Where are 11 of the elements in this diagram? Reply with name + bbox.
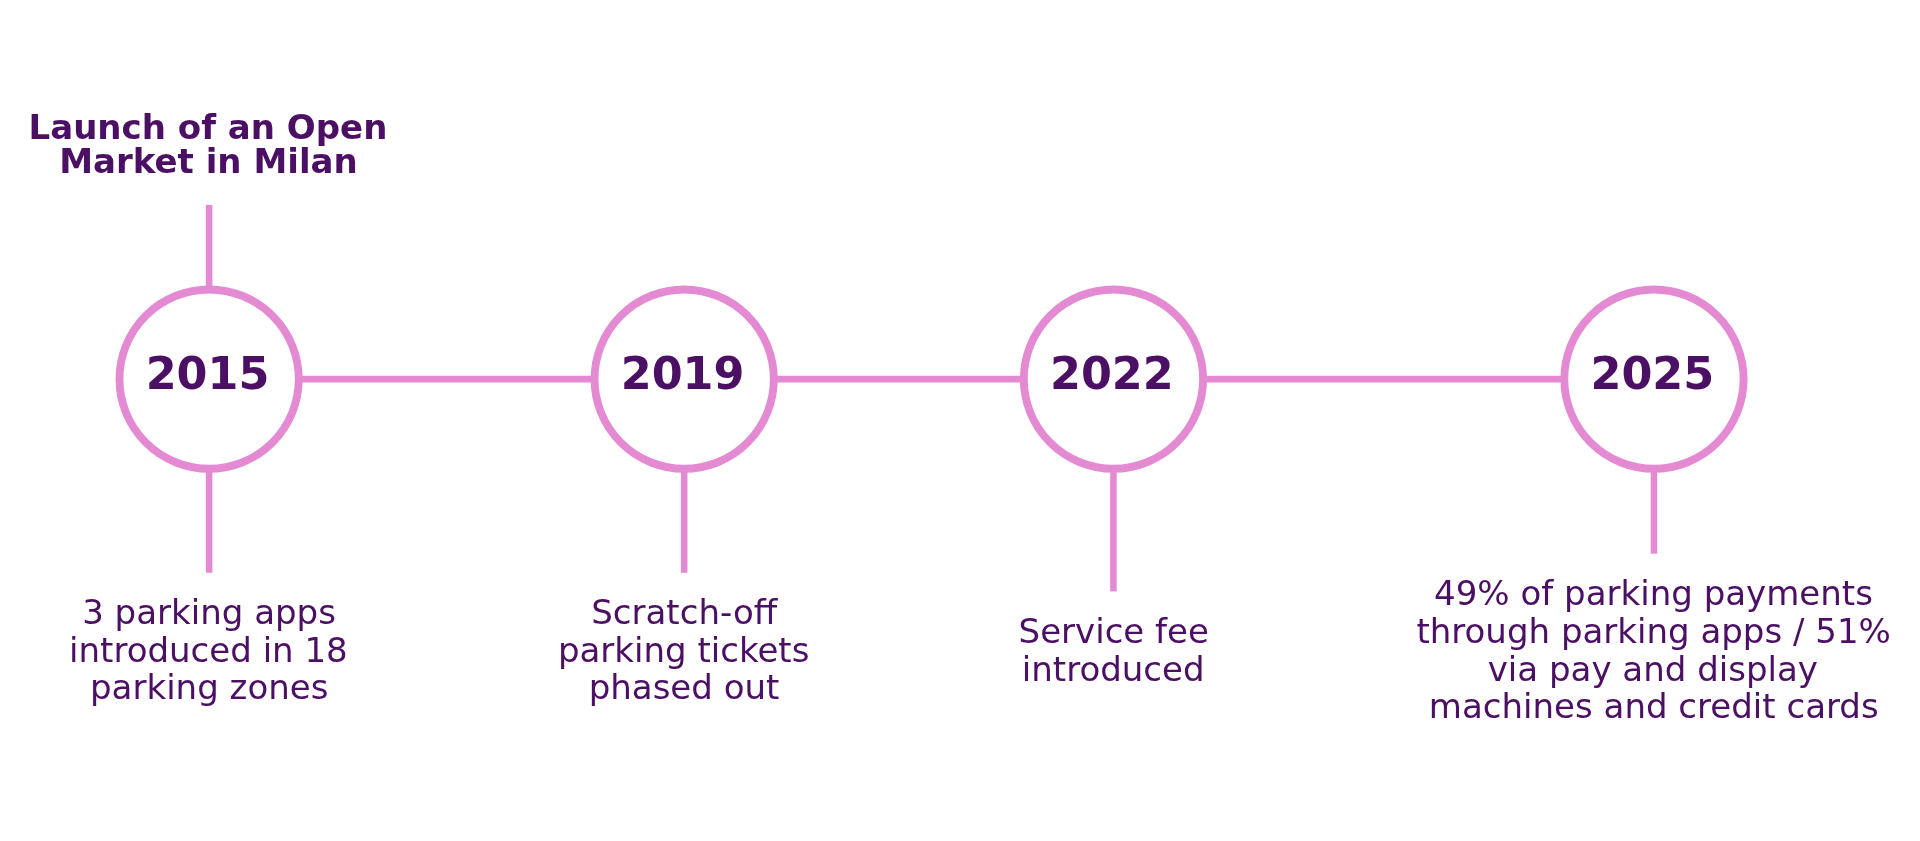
node-circle: 2025 xyxy=(1560,285,1748,473)
node-text: Scratch-off parking tickets phased out xyxy=(557,591,810,707)
node-text: 3 parking apps introduced in 18 parking zones xyxy=(69,591,348,707)
node-text: Launch of an Open Market in Milan xyxy=(28,106,388,181)
connector xyxy=(205,204,213,289)
node-text: 49% of parking payments through parking apps / 51% via pay and display machines and credit cards xyxy=(1416,572,1891,726)
node-circle: 2015 xyxy=(115,285,303,473)
connector xyxy=(299,375,595,382)
node-circle: 2019 xyxy=(590,285,778,473)
node-text: Service fee introduced xyxy=(1018,610,1209,689)
node-circle: 2022 xyxy=(1019,285,1208,473)
